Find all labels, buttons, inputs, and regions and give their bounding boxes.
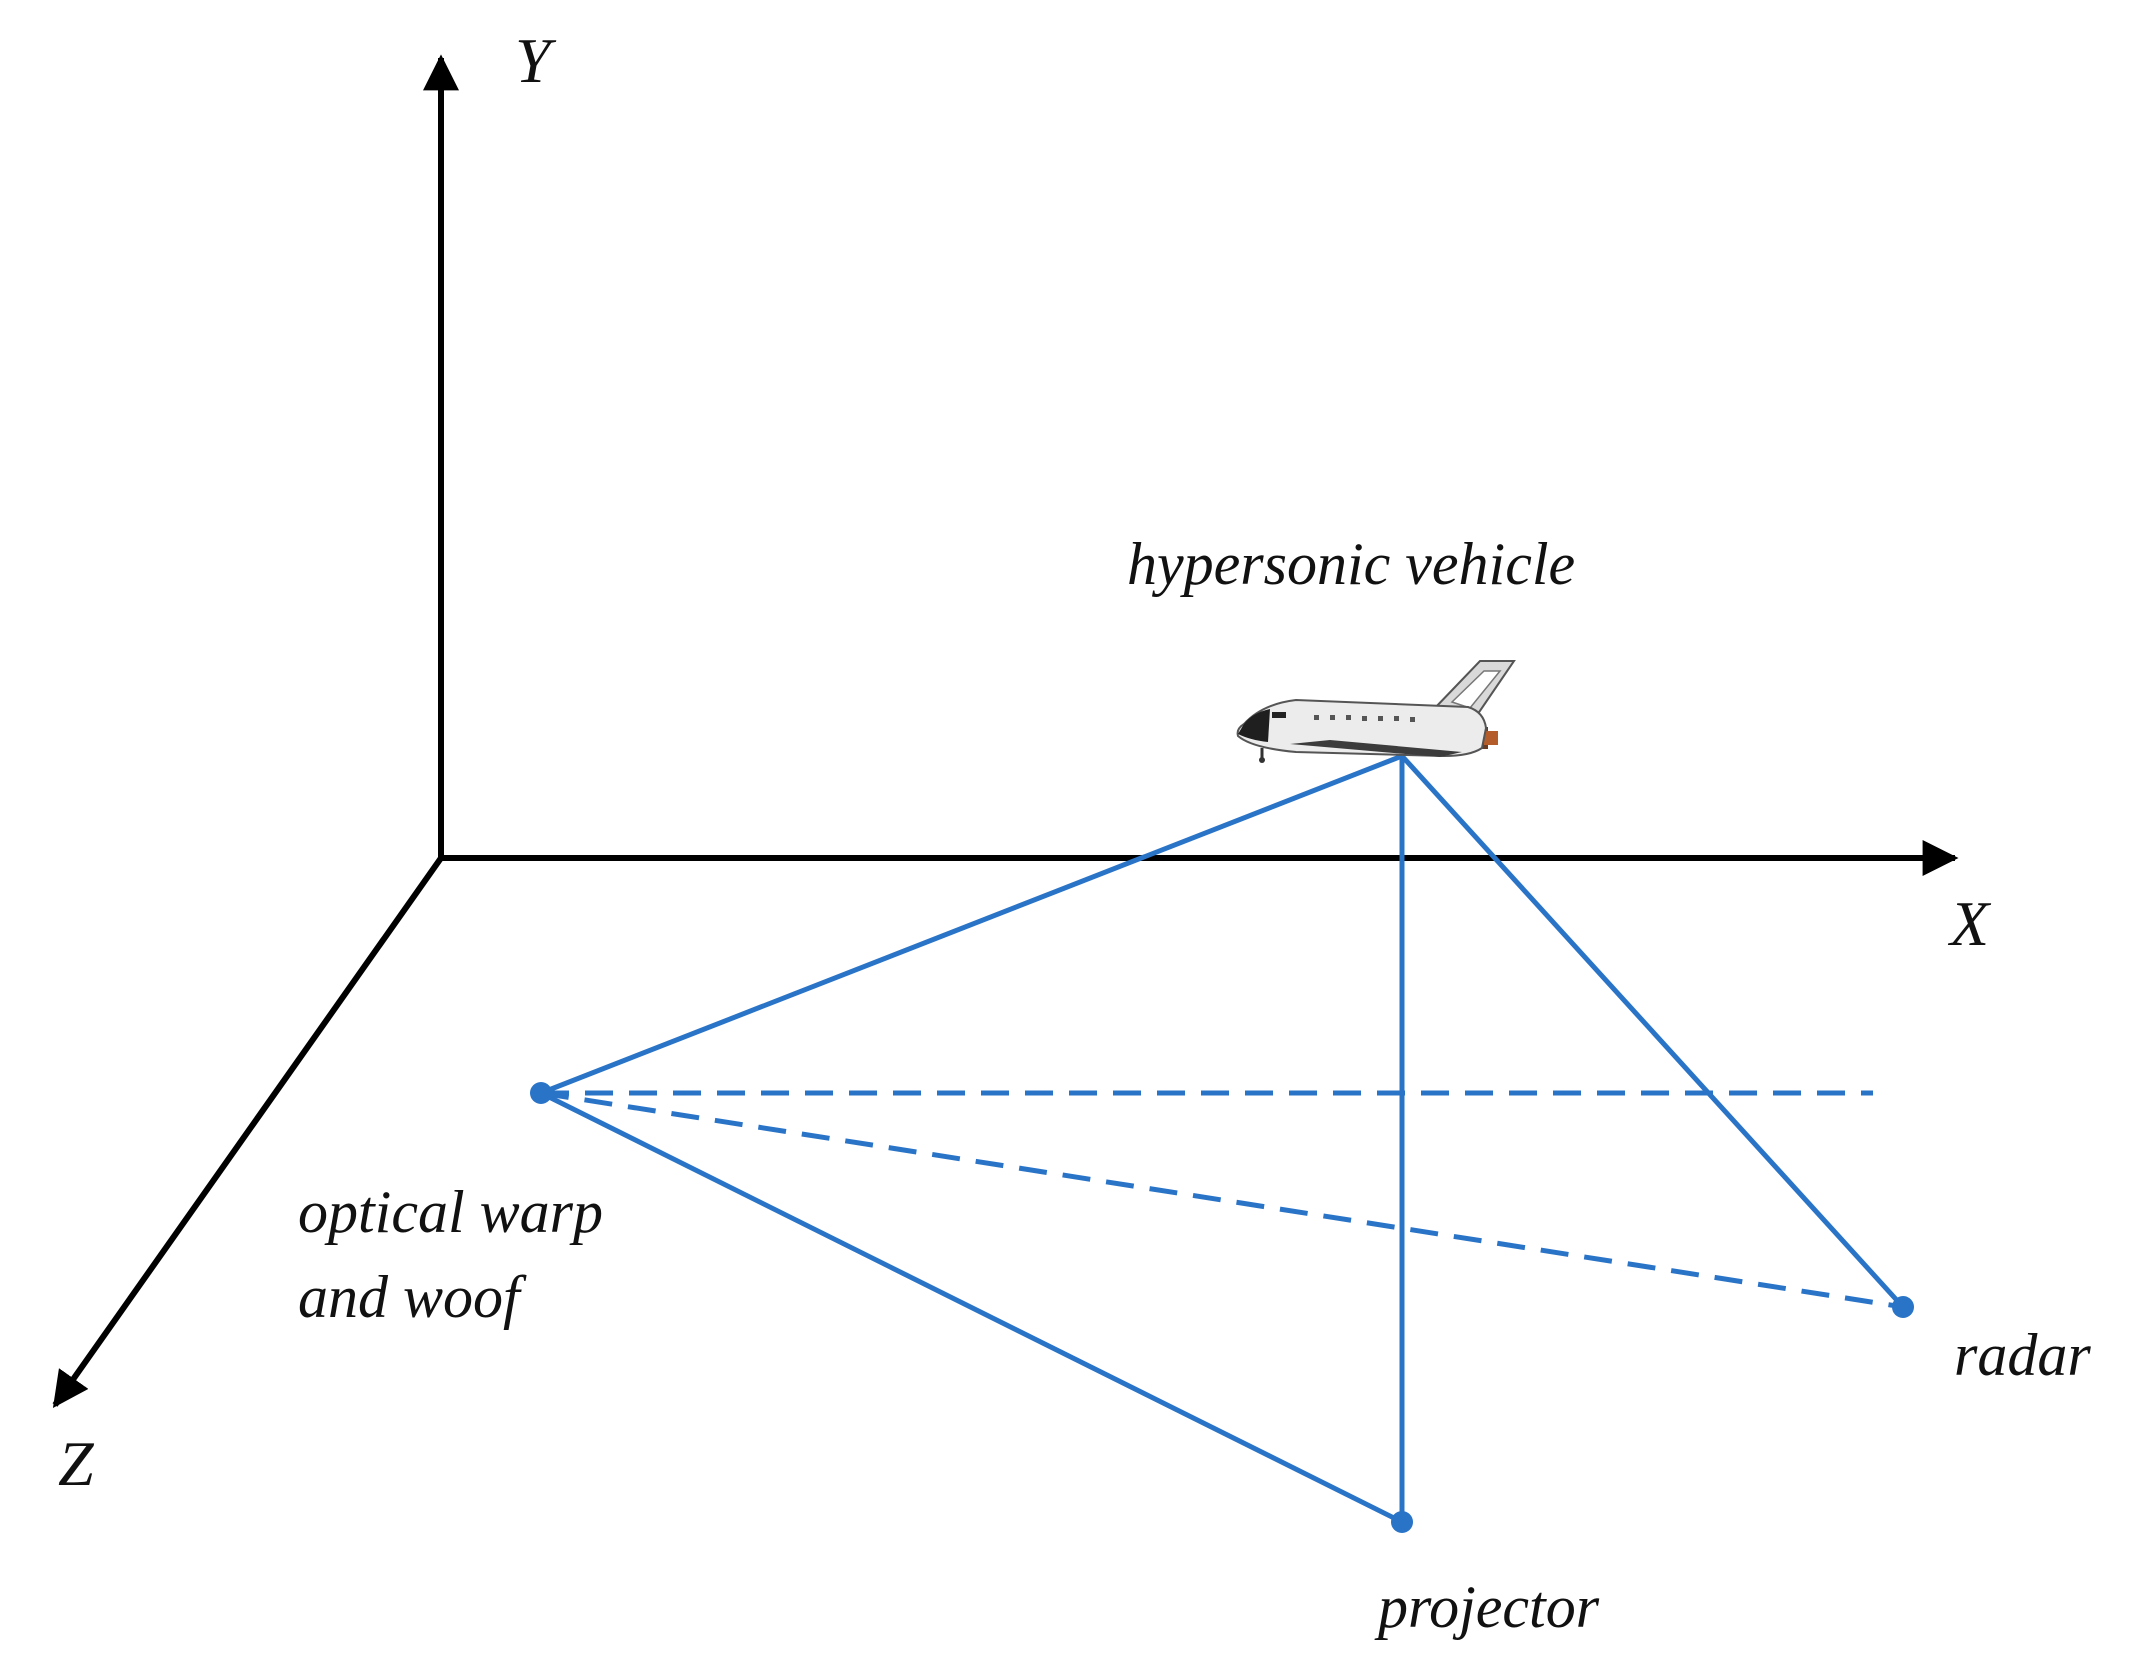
optical-station-label-line2: and woof <box>298 1264 527 1330</box>
radar-station-point <box>1892 1296 1914 1318</box>
line-optical-to-projector <box>539 1090 1404 1525</box>
axes <box>52 54 1959 1408</box>
optical-station-label-line1: optical warp <box>298 1179 603 1245</box>
optical-station-point <box>530 1082 552 1104</box>
y-axis-label: Y <box>515 25 557 96</box>
radar-label: radar <box>1954 1322 2091 1388</box>
z-axis <box>52 856 444 1408</box>
z-axis-label: Z <box>58 1428 95 1499</box>
line-optical-to-vehicle <box>540 753 1403 1096</box>
x-axis-label: X <box>1947 888 1992 959</box>
line-vehicle-to-radar <box>1400 754 1905 1309</box>
dashed-optical-to-radar <box>540 1090 1904 1310</box>
projector-label: projector <box>1374 1574 1600 1640</box>
space-shuttle-icon <box>1236 660 1516 763</box>
measurement-lines <box>539 753 1905 1525</box>
vehicle-label: hypersonic vehicle <box>1127 531 1575 597</box>
projector-station-point <box>1391 1511 1413 1533</box>
